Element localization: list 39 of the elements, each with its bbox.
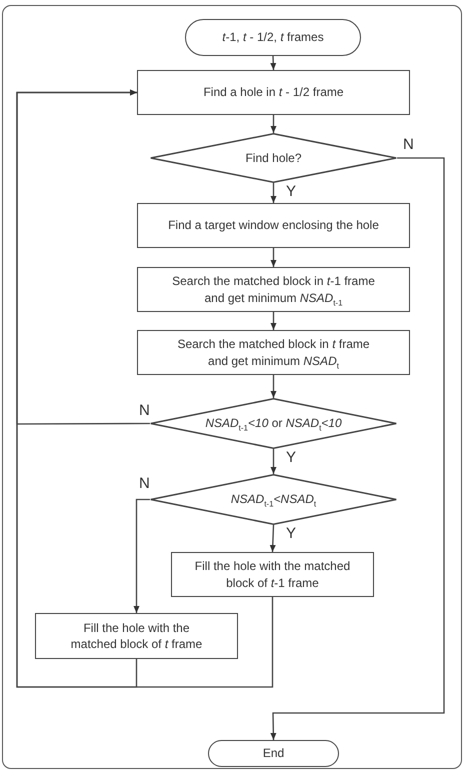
node-text: Search the matched block in t frame and get minimum NSAD$_{t}$: [176, 336, 371, 369]
node-text: Fill the hole with the matched block of t-1 frame: [194, 558, 352, 591]
arrow: [270, 157, 445, 740]
node-text: End: [262, 745, 284, 762]
process-box: [35, 613, 238, 659]
node-text: Find a hole in t - 1/2 frame: [203, 84, 344, 101]
arrow: [16, 90, 138, 688]
node-text: Find a target window enclosing the hole: [168, 217, 379, 234]
arrow: [270, 312, 276, 330]
node-text: t-1, t - 1/2, t frames: [222, 29, 324, 46]
arrow: [270, 375, 276, 398]
arrow: [270, 449, 276, 474]
arrow: [270, 524, 276, 552]
edge-label: N: [402, 137, 415, 152]
process-box: [137, 70, 410, 115]
node-text: NSAD$_{t-1}$<NSAD$_{t}$: [230, 491, 316, 508]
process-box: [137, 267, 410, 312]
arrow: [270, 115, 276, 133]
terminal-box: [185, 19, 361, 56]
arrow: [134, 498, 150, 613]
edge-label: N: [138, 476, 151, 491]
node-text: NSAD$_{t-1}$<10 or NSAD$_{t}$<10: [205, 415, 342, 432]
terminal-box: [208, 740, 339, 767]
arrow: [270, 183, 276, 203]
decision-diamond: [150, 133, 397, 183]
node-text: Find hole?: [245, 150, 302, 166]
arrow: [270, 56, 276, 70]
decision-diamond: [150, 398, 397, 449]
decision-diamond: [150, 474, 397, 525]
edge-label: Y: [285, 450, 298, 465]
process-box: [137, 203, 410, 248]
edge-label: N: [138, 403, 151, 418]
process-box: [137, 330, 410, 375]
edge-label: Y: [285, 184, 298, 199]
edge-label: Y: [285, 526, 298, 541]
node-text: Search the matched block in t-1 frame and get minimum NSAD$_{t-1}$: [171, 273, 376, 306]
node-text: Fill the hole with the matched block of t frame: [70, 620, 203, 652]
process-box: [171, 552, 374, 597]
arrow: [270, 248, 276, 267]
